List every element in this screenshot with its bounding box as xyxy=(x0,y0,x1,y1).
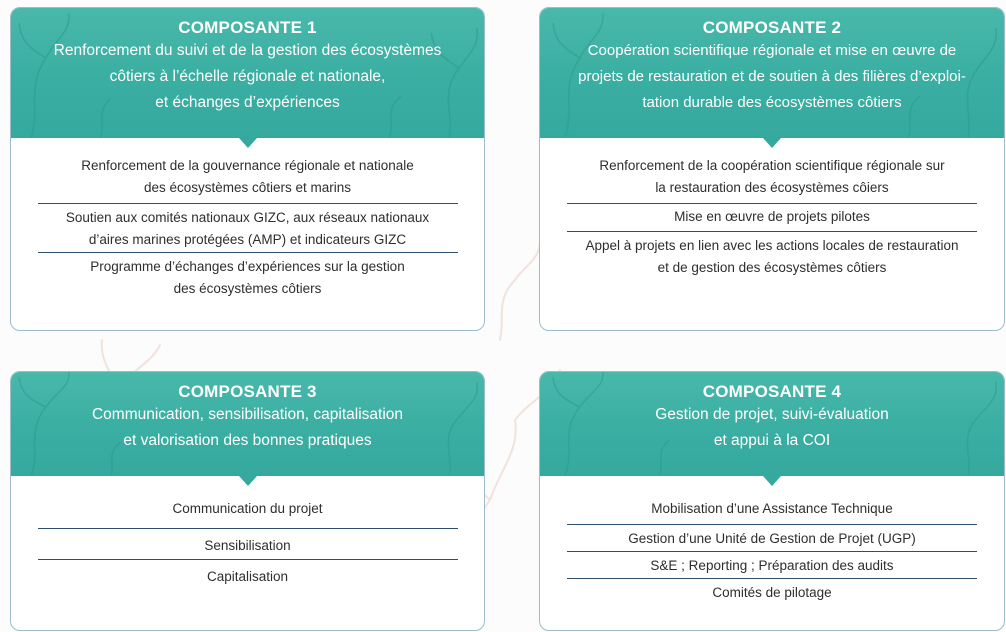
activity-line: Renforcement de la gouvernance régionale… xyxy=(81,158,414,173)
component-header-4: COMPOSANTE 4 Gestion de projet, suivi-év… xyxy=(540,372,1004,476)
activity-item: Renforcement de la gouvernance régionale… xyxy=(11,155,484,203)
divider xyxy=(37,252,458,253)
activity-line: Appel à projets en lien avec les actions… xyxy=(585,238,959,253)
activity-list: Renforcement de la gouvernance régionale… xyxy=(11,138,484,301)
component-title-line: et échanges d’expériences xyxy=(155,94,340,111)
activity-item: Mobilisation d’une Assistance Technique xyxy=(540,498,1004,524)
component-header-2: COMPOSANTE 2 Coopération scientifique ré… xyxy=(540,8,1004,138)
activity-item: Communication du projet xyxy=(11,498,484,528)
activity-item: Gestion d’une Unité de Gestion de Projet… xyxy=(540,525,1004,551)
divider xyxy=(567,524,977,525)
activity-item: Programme d’échanges d’expériences sur l… xyxy=(11,253,484,301)
activity-line: Capitalisation xyxy=(206,569,289,584)
divider xyxy=(567,231,977,232)
component-title-line: et appui à la COI xyxy=(713,432,831,449)
activity-line: des écosystèmes côtiers et marins xyxy=(143,180,352,195)
component-title-line: côtiers à l’échelle régionale et nationa… xyxy=(109,68,386,85)
component-header-3: COMPOSANTE 3 Communication, sensibilisat… xyxy=(11,372,484,476)
activity-item: Sensibilisation xyxy=(11,529,484,559)
activity-line: Comités de pilotage xyxy=(712,585,832,600)
component-title: Renforcement du suivi et de la gestion d… xyxy=(11,38,484,116)
divider xyxy=(567,578,977,579)
component-number: COMPOSANTE 1 xyxy=(178,18,317,37)
activity-line: S&E ; Reporting ; Préparation des audits xyxy=(650,558,894,573)
component-title-line: Gestion de projet, suivi-évaluation xyxy=(655,406,889,423)
activity-line: et de gestion des écosystèmes côtiers xyxy=(657,260,887,275)
activity-item: Appel à projets en lien avec les actions… xyxy=(540,232,1004,280)
component-card-1: COMPOSANTE 1 Renforcement du suivi et de… xyxy=(10,7,485,331)
activity-line: d’aires marines protégées (AMP) et indic… xyxy=(88,232,407,247)
activity-line: Soutien aux comités nationaux GIZC, aux … xyxy=(65,210,430,225)
activity-line: la restauration des écosystèmes côiers xyxy=(655,180,889,195)
component-title: Coopération scientifique régionale et mi… xyxy=(540,38,1004,116)
component-title-line: Coopération scientifique régionale et mi… xyxy=(587,42,957,59)
activity-line: Communication du projet xyxy=(172,501,323,516)
activity-line: Programme d’échanges d’expériences sur l… xyxy=(90,259,405,274)
activity-line: Sensibilisation xyxy=(204,538,291,553)
component-title: Gestion de projet, suivi-évaluation et a… xyxy=(540,402,1004,454)
divider xyxy=(37,203,458,204)
activity-list: Mobilisation d’une Assistance Technique … xyxy=(540,476,1004,605)
component-card-3: COMPOSANTE 3 Communication, sensibilisat… xyxy=(10,371,485,631)
down-arrow-icon xyxy=(238,138,257,148)
activity-item: Soutien aux comités nationaux GIZC, aux … xyxy=(11,204,484,252)
activity-item: Capitalisation xyxy=(11,560,484,590)
component-title-line: projets de restauration et de soutien à … xyxy=(578,68,966,85)
activity-item: Comités de pilotage xyxy=(540,579,1004,605)
down-arrow-icon xyxy=(238,476,257,486)
component-number: COMPOSANTE 2 xyxy=(702,18,842,37)
component-title-line: et valorisation des bonnes pratiques xyxy=(123,432,372,449)
component-title-line: Communication, sensibilisation, capitali… xyxy=(91,406,403,423)
component-title-line: tation durable des écosystèmes côtiers xyxy=(642,94,902,111)
activity-line: des écosystèmes côtiers xyxy=(173,281,322,296)
activity-item: Mise en œuvre de projets pilotes xyxy=(540,204,1004,231)
activity-line: Mobilisation d’une Assistance Technique xyxy=(651,501,893,516)
component-title: Communication, sensibilisation, capitali… xyxy=(11,402,484,454)
component-card-2: COMPOSANTE 2 Coopération scientifique ré… xyxy=(539,7,1005,331)
activity-list: Communication du projet Sensibilisation … xyxy=(11,476,484,590)
divider xyxy=(567,203,977,204)
down-arrow-icon xyxy=(763,476,781,486)
activity-line: Gestion d’une Unité de Gestion de Projet… xyxy=(628,531,916,546)
activity-item: S&E ; Reporting ; Préparation des audits xyxy=(540,552,1004,578)
component-title-line: Renforcement du suivi et de la gestion d… xyxy=(53,42,442,59)
activity-list: Renforcement de la coopération scientifi… xyxy=(540,138,1004,280)
component-number: COMPOSANTE 4 xyxy=(702,382,842,401)
divider xyxy=(567,551,977,552)
divider xyxy=(37,559,458,560)
down-arrow-icon xyxy=(763,138,781,148)
component-header-1: COMPOSANTE 1 Renforcement du suivi et de… xyxy=(11,8,484,138)
activity-item: Renforcement de la coopération scientifi… xyxy=(540,155,1004,203)
divider xyxy=(37,528,458,529)
component-number: COMPOSANTE 3 xyxy=(178,382,317,401)
component-card-4: COMPOSANTE 4 Gestion de projet, suivi-év… xyxy=(539,371,1005,631)
activity-line: Mise en œuvre de projets pilotes xyxy=(674,209,870,224)
activity-line: Renforcement de la coopération scientifi… xyxy=(599,158,945,173)
